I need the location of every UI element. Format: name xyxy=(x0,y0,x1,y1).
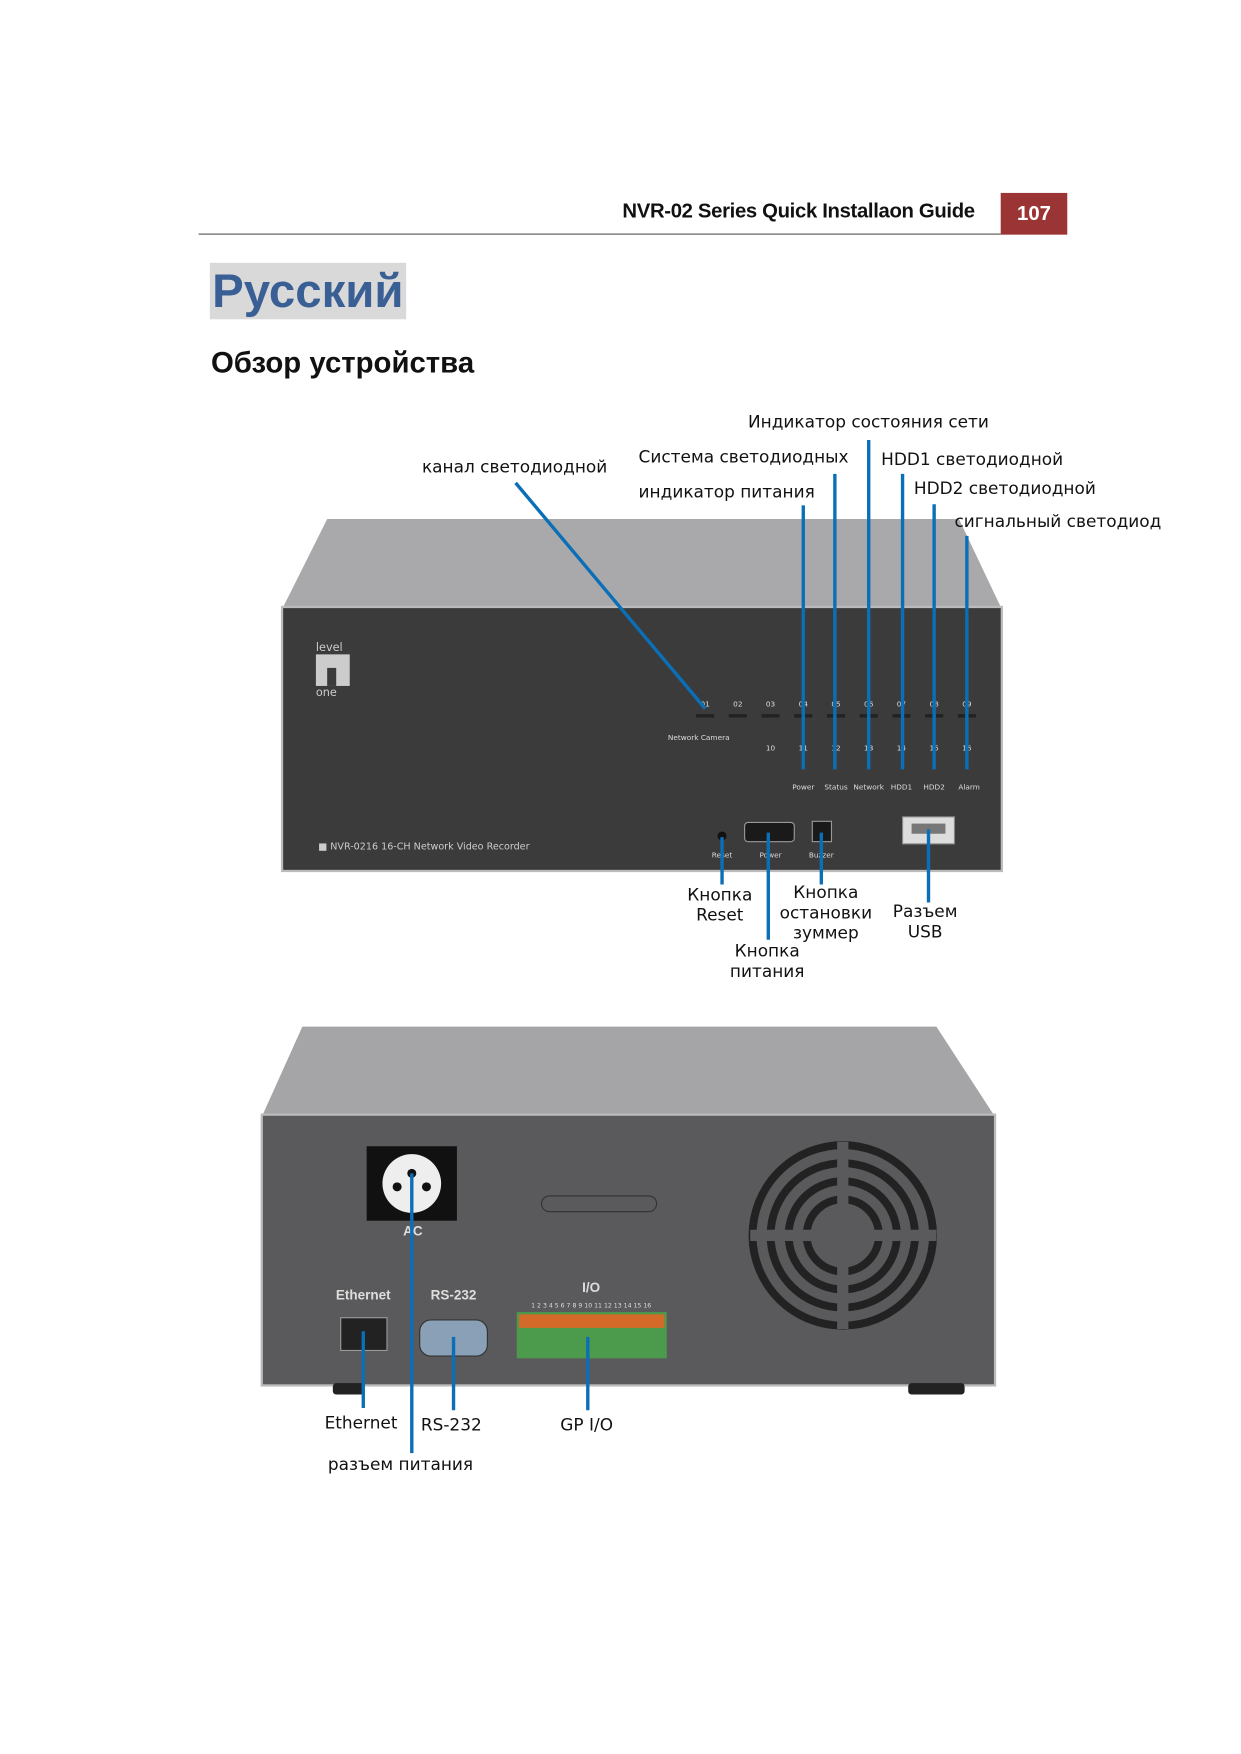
label-ethernet: Ethernet xyxy=(324,1412,398,1433)
svg-text:level: level xyxy=(316,641,343,654)
language-heading: Русский xyxy=(209,262,406,320)
section-heading: Обзор устройства xyxy=(210,345,475,380)
label-power-connector: разъем питания xyxy=(327,1454,474,1475)
svg-text:02: 02 xyxy=(733,699,742,708)
rear-callout-lines xyxy=(361,1173,590,1454)
label-network-indicator: Индикатор состояния сети xyxy=(747,411,989,433)
label-system-leds: Система светодиодных xyxy=(638,446,849,468)
header-rule xyxy=(198,233,1001,235)
page-number: 107 xyxy=(1000,192,1068,235)
label-hdd2-led: HDD2 светодиодной xyxy=(913,478,1096,499)
front-callout-lines xyxy=(514,439,969,940)
network-camera-label: Network Camera xyxy=(668,733,730,742)
svg-text:HDD2: HDD2 xyxy=(923,783,944,792)
running-header: NVR-02 Series Quick Installaon Guide xyxy=(622,199,975,223)
levelone-logo: level one xyxy=(315,641,350,699)
rs232-port-label: RS-232 xyxy=(431,1288,477,1303)
svg-text:10: 10 xyxy=(766,743,776,752)
io-label: I/O xyxy=(582,1280,600,1295)
svg-text:HDD1: HDD1 xyxy=(891,783,912,792)
label-gpio: GP I/O xyxy=(560,1414,614,1436)
model-label: ■ NVR-0216 16-CH Network Video Recorder xyxy=(318,842,529,853)
label-channel-led: канал светодиодной xyxy=(421,456,608,478)
svg-text:Network: Network xyxy=(853,783,884,792)
svg-text:01: 01 xyxy=(700,699,709,708)
svg-text:Power: Power xyxy=(759,850,782,859)
label-power-indicator: индикатор питания xyxy=(638,481,815,503)
svg-text:Alarm: Alarm xyxy=(958,783,980,792)
label-hdd1-led: HDD1 светодиодной xyxy=(881,449,1064,470)
rear-device-image: AC Ethernet RS-232 I/O 1 2 3 4 5 6 7 8 9… xyxy=(260,1026,997,1395)
svg-text:Status: Status xyxy=(824,783,848,792)
ethernet-port-label: Ethernet xyxy=(336,1288,391,1303)
fan-grille xyxy=(748,1141,937,1330)
front-device-image: level one ■ NVR-0216 16-CH Network Video… xyxy=(280,518,1003,873)
label-alarm-led: сигнальный светодиод xyxy=(954,511,1162,532)
io-pin-numbers: 1 2 3 4 5 6 7 8 9 10 11 12 13 14 15 16 xyxy=(531,1303,651,1310)
svg-text:Power: Power xyxy=(792,783,815,792)
label-rs232: RS-232 xyxy=(420,1414,482,1436)
svg-text:03: 03 xyxy=(766,699,776,708)
reset-button xyxy=(717,831,727,841)
svg-text:one: one xyxy=(316,686,337,699)
